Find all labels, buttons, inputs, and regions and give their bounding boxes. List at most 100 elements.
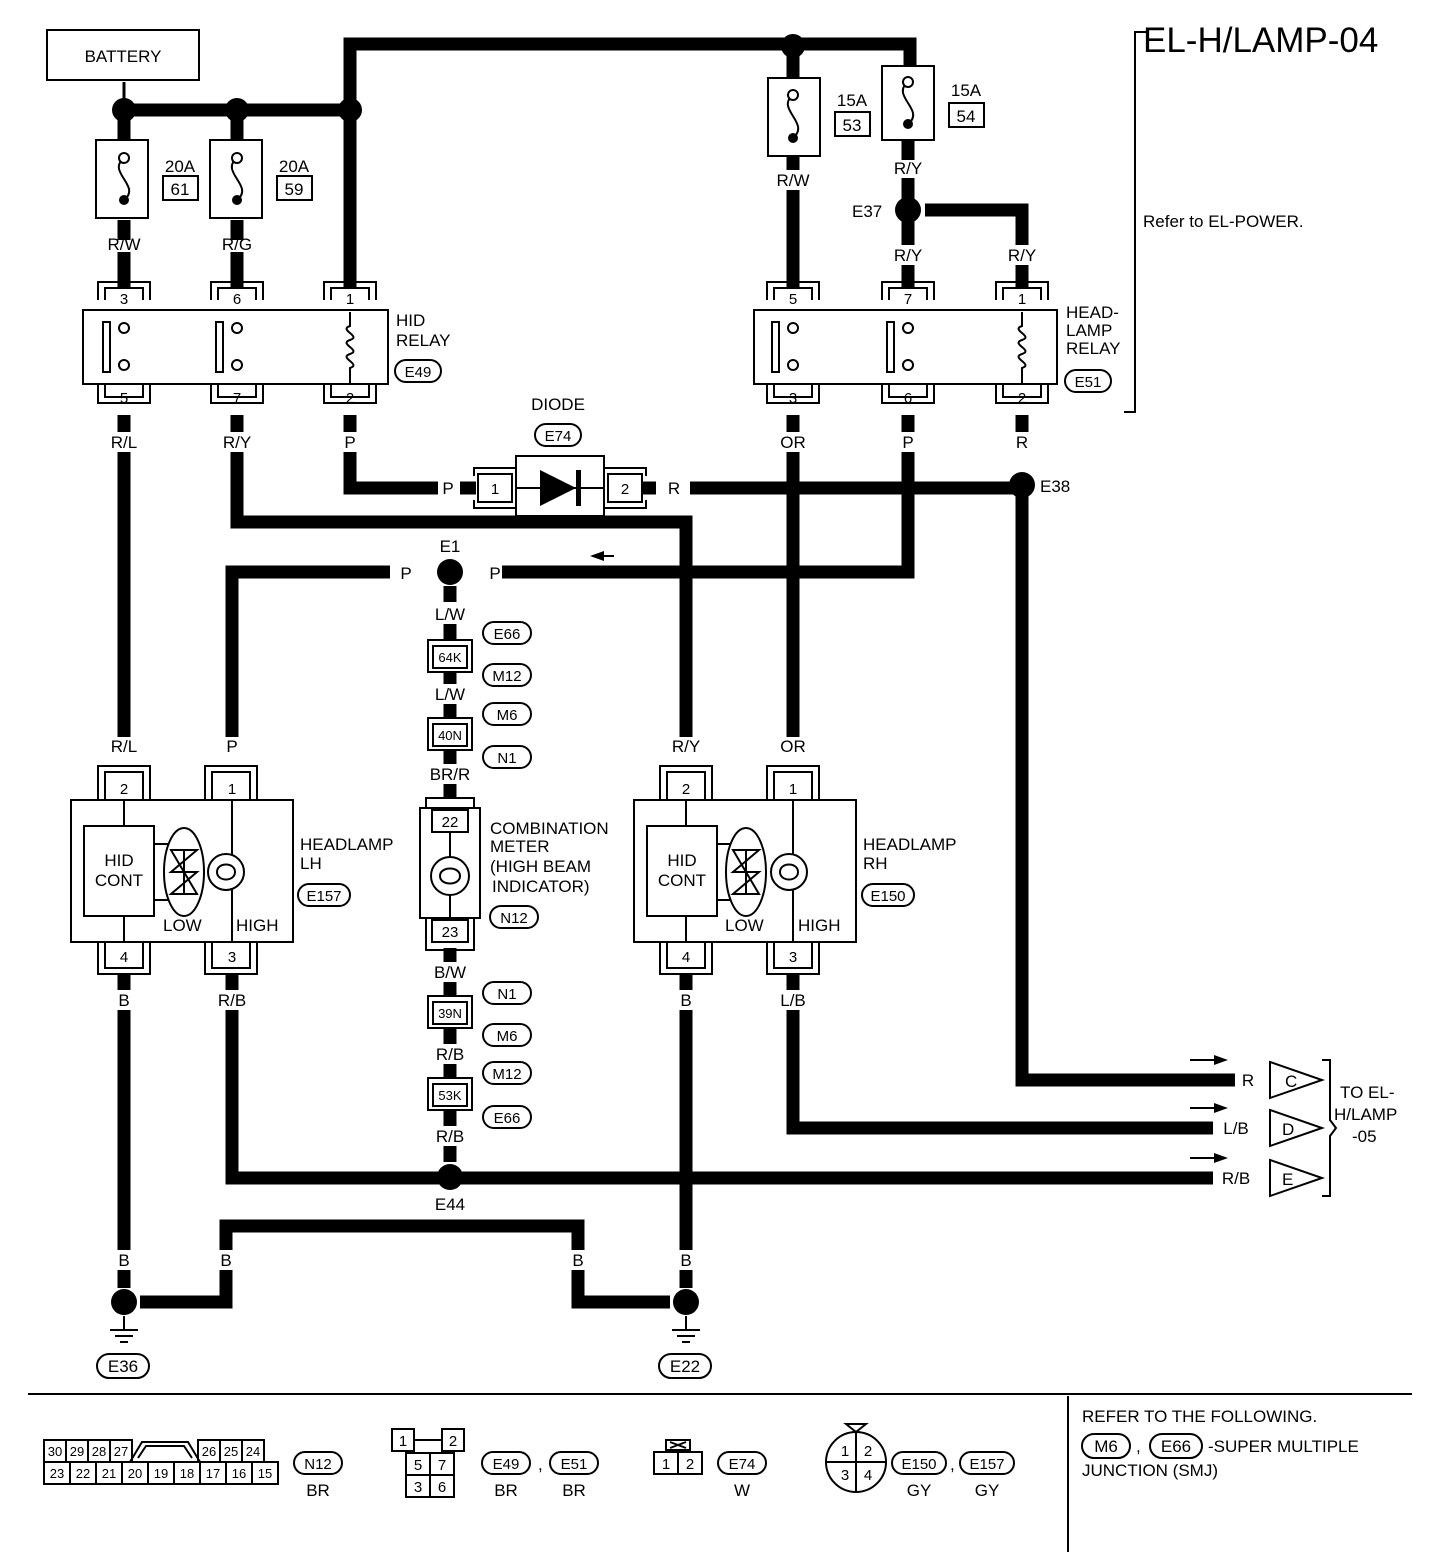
- output-wire-label: R/B: [1222, 1169, 1250, 1188]
- relay-pin: 5: [120, 390, 128, 407]
- svg-text:BR: BR: [562, 1481, 586, 1500]
- svg-text:E66: E66: [1161, 1437, 1191, 1456]
- legend-pin: 25: [224, 1444, 238, 1459]
- combination-meter: 22 23 COMBINATION METER (HIGH BEAM INDIC…: [419, 797, 609, 951]
- svg-text:22: 22: [442, 814, 459, 831]
- wire-color-label: R/B: [218, 991, 246, 1010]
- wire-color-label: L/W: [435, 685, 465, 704]
- wire-color-label: R: [1016, 433, 1028, 452]
- headlamp-name: RH: [863, 854, 888, 873]
- svg-text:HIGH: HIGH: [798, 916, 841, 935]
- output-wire-label: R: [1242, 1071, 1254, 1090]
- svg-text:1: 1: [841, 1443, 849, 1460]
- harness-connector-40n: 40N M6 N1: [427, 702, 532, 769]
- output-letter: D: [1282, 1120, 1294, 1139]
- harness-connector-39n: 39N N1 M6: [427, 981, 532, 1047]
- legend-pin: 30: [48, 1444, 62, 1459]
- svg-text:,: ,: [950, 1455, 955, 1474]
- legend-pin: 18: [180, 1466, 194, 1481]
- meter-name: COMBINATION: [490, 819, 609, 838]
- relay-pin: 1: [346, 291, 354, 308]
- relay-name: RELAY: [1066, 339, 1121, 358]
- wire-color-label: L/W: [435, 605, 465, 624]
- headlamp-name: LH: [300, 854, 322, 873]
- headlamp-relay: 5 7 1 3 6 2 HEAD- LAMP RELAY E51: [753, 281, 1121, 407]
- legend-connector-diode: 1 2 E74 W: [653, 1439, 767, 1500]
- svg-text:JUNCTION (SMJ): JUNCTION (SMJ): [1082, 1461, 1218, 1480]
- splice-dot: [225, 98, 249, 122]
- svg-text:GY: GY: [975, 1481, 1000, 1500]
- ground-e22: E22: [670, 1357, 700, 1376]
- ground-dot: [673, 1289, 699, 1315]
- fuse-amp: 15A: [951, 81, 982, 100]
- svg-text:2: 2: [686, 1456, 694, 1473]
- fuse-number: 53: [843, 116, 862, 135]
- relay-pin: 2: [1018, 390, 1026, 407]
- connector-color: BR: [306, 1481, 330, 1500]
- battery-label: BATTERY: [85, 47, 162, 66]
- to-reference: -05: [1352, 1127, 1377, 1146]
- connector-id: E150: [870, 888, 905, 905]
- relay-name: LAMP: [1066, 321, 1112, 340]
- svg-text:E66: E66: [494, 1110, 521, 1127]
- fuse-amp: 15A: [837, 91, 868, 110]
- relay-name: RELAY: [396, 331, 451, 350]
- legend-connector-headlamp: 1 2 3 4 E150 , E157 GY GY: [825, 1423, 1015, 1500]
- wire-color-label: OR: [780, 737, 806, 756]
- svg-text:3: 3: [414, 1479, 422, 1496]
- legend-pin: 23: [50, 1466, 64, 1481]
- wires: [110, 37, 1235, 1343]
- svg-text:,: ,: [1136, 1437, 1141, 1456]
- svg-text:2: 2: [682, 781, 690, 798]
- svg-text:M12: M12: [492, 668, 521, 685]
- svg-text:LOW: LOW: [725, 916, 764, 935]
- svg-text:CONT: CONT: [95, 871, 143, 890]
- relay-pin: 7: [233, 390, 241, 407]
- relay-pin: 2: [346, 390, 354, 407]
- harness-connector-53k: 53K M12 E66: [427, 1061, 532, 1129]
- svg-text:2: 2: [864, 1443, 872, 1460]
- junction-e38-label: E38: [1040, 477, 1070, 496]
- relay-pin: 1: [1018, 291, 1026, 308]
- svg-text:40N: 40N: [438, 728, 462, 743]
- wire-color-label: R/B: [436, 1045, 464, 1064]
- fuse-amp: 20A: [279, 157, 310, 176]
- wire-color-label: P: [400, 564, 411, 583]
- headlamp-rh: 2 1 4 3 HID CONT LOW HIGH HEADLAMP RH E1…: [633, 765, 957, 975]
- output-letter: C: [1285, 1072, 1297, 1091]
- legend-pin: 22: [76, 1466, 90, 1481]
- connector-id: N12: [500, 910, 528, 927]
- diode: DIODE E74 1 2: [473, 395, 647, 517]
- wire-color-label: R/W: [776, 171, 809, 190]
- power-bracket: [1124, 31, 1147, 413]
- svg-text:3: 3: [228, 949, 236, 966]
- svg-text:4: 4: [682, 949, 690, 966]
- wire-color-label: R/W: [107, 235, 140, 254]
- svg-text:2: 2: [120, 781, 128, 798]
- svg-text:HID: HID: [104, 851, 133, 870]
- ground-e36: E36: [108, 1357, 138, 1376]
- legend-pin: 15: [258, 1466, 272, 1481]
- relay-pin: 5: [789, 291, 797, 308]
- legend-pin: 17: [206, 1466, 220, 1481]
- wire-color-label: B/W: [434, 963, 466, 982]
- wire-color-label: P: [442, 479, 453, 498]
- junction-e37-label: E37: [852, 202, 882, 221]
- svg-text:HIGH: HIGH: [236, 916, 279, 935]
- wire-color-label: R/Y: [223, 433, 251, 452]
- svg-text:E150: E150: [901, 1456, 936, 1473]
- fuse-number: 54: [957, 107, 976, 126]
- output-letter: E: [1282, 1170, 1293, 1189]
- svg-text:M6: M6: [497, 707, 518, 724]
- junction-e37: [895, 197, 921, 223]
- junction-e44: [437, 1164, 463, 1190]
- diode-pin: 1: [491, 481, 499, 498]
- svg-text:4: 4: [864, 1467, 872, 1484]
- svg-text:7: 7: [438, 1457, 446, 1474]
- svg-text:4: 4: [120, 949, 128, 966]
- output-connectors: R C L/B D R/B E TO EL- H/LAMP -05: [1222, 1059, 1397, 1198]
- svg-text:N1: N1: [497, 986, 516, 1003]
- legend-pin: 27: [114, 1444, 128, 1459]
- svg-text:53K: 53K: [438, 1088, 461, 1103]
